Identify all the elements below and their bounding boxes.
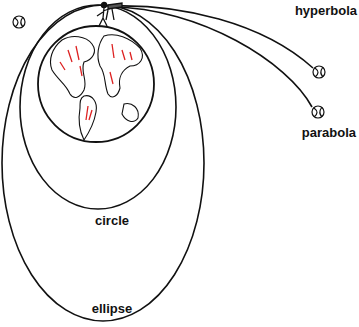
circle-orbit [20, 5, 176, 209]
orbit-label: hyperbola [295, 4, 357, 19]
person-with-cannon [97, 2, 122, 26]
cannonballs [13, 16, 325, 118]
orbit-label: parabola [302, 126, 356, 141]
orbit-label: circle [95, 214, 129, 229]
orbit-label: ellipse [92, 302, 132, 317]
earth [38, 26, 154, 142]
ellipse-orbit [2, 5, 204, 321]
